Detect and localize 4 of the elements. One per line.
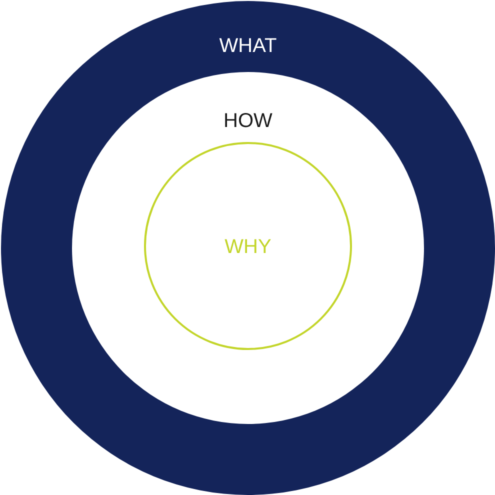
circle-label: WHAT <box>219 34 277 58</box>
circle-label: WHY <box>224 235 272 259</box>
circle-label: HOW <box>224 109 272 133</box>
core-circle <box>144 142 352 350</box>
